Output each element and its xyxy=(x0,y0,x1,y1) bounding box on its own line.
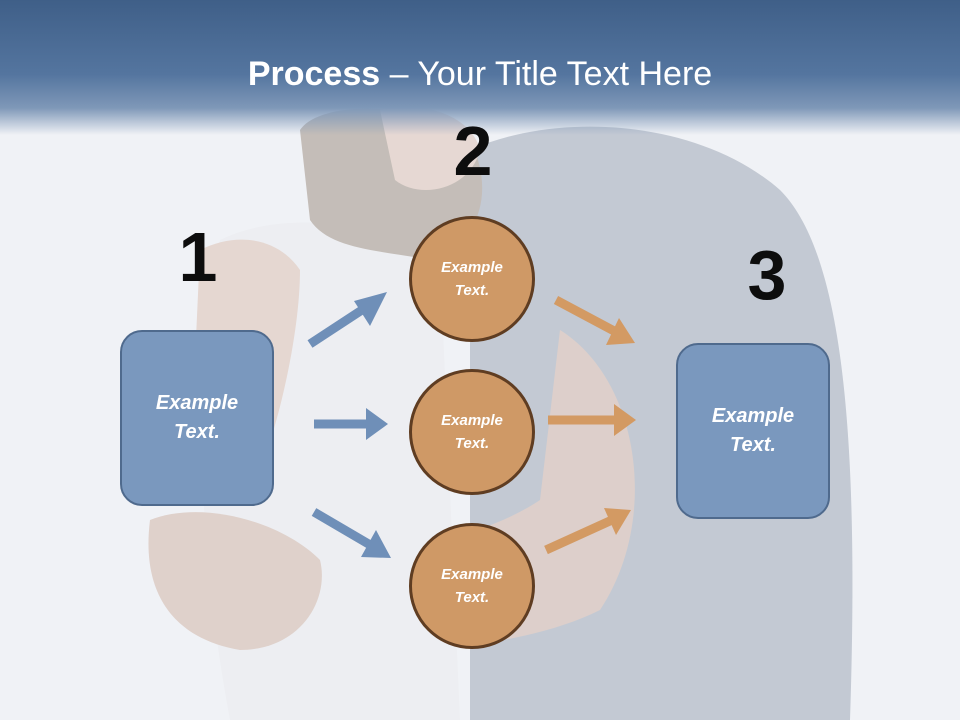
orange-arrow-up xyxy=(544,508,631,555)
circle-top-text: Example Text. xyxy=(441,259,503,299)
title-rest: – Your Title Text Here xyxy=(380,55,713,93)
circle-middle-text: Example Text. xyxy=(441,412,503,452)
step3-text: Example Text. xyxy=(711,405,795,456)
step2-circle-top: Example Text. xyxy=(409,216,535,342)
blue-arrow-down xyxy=(311,508,391,558)
step1-box: Example Text. xyxy=(120,330,274,506)
blue-arrow-up xyxy=(307,292,387,348)
step3-box: Example Text. xyxy=(676,343,830,519)
circle-bottom-text: Example Text. xyxy=(441,566,503,606)
step2-circle-middle: Example Text. xyxy=(409,369,535,495)
step-number-3: 3 xyxy=(747,236,787,314)
title-bold: Process xyxy=(247,55,381,93)
orange-arrow-right xyxy=(548,404,636,436)
step1-text: Example Text. xyxy=(155,392,239,443)
step2-circle-bottom: Example Text. xyxy=(409,523,535,649)
step-number-1: 1 xyxy=(178,218,218,296)
blue-arrow-right xyxy=(314,408,388,440)
title-banner xyxy=(0,0,960,135)
slide-title: Process – Your Title Text Here xyxy=(0,52,960,96)
step-number-2: 2 xyxy=(453,112,493,190)
orange-arrow-down xyxy=(553,296,635,345)
